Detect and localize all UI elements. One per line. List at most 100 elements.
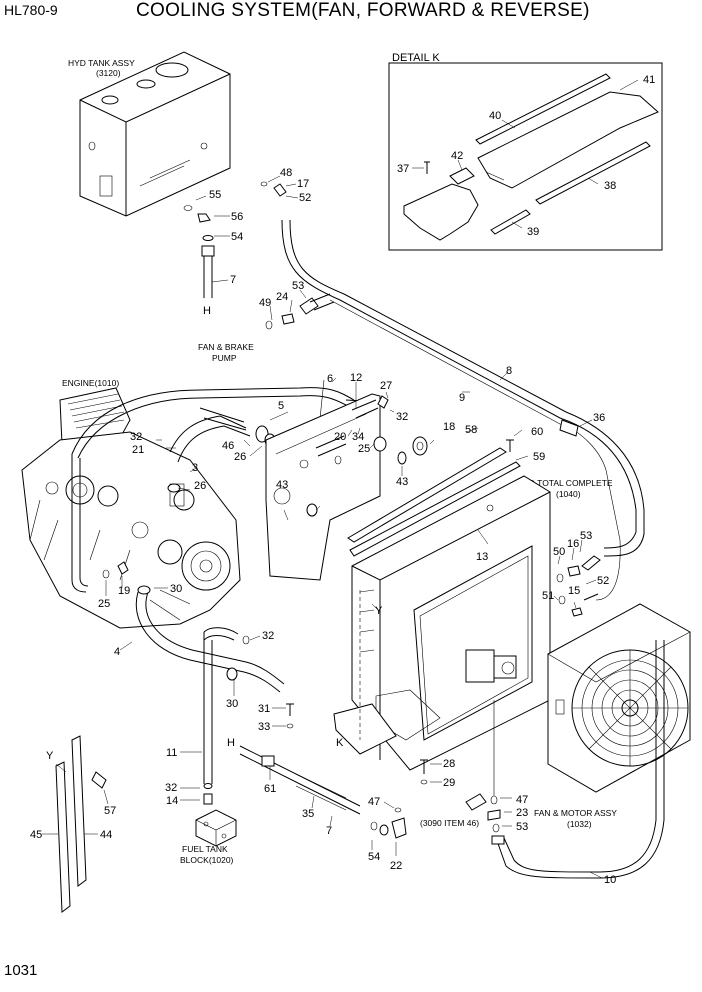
item-46-reference: (3090 ITEM 46)	[420, 818, 479, 828]
fan-motor-label: FAN & MOTOR ASSY	[534, 808, 617, 818]
fan-motor	[465, 649, 495, 683]
mounting-hardware-upper: 12 27 32 20 34 25	[315, 372, 408, 465]
callout-31: 31	[258, 703, 270, 715]
callout-29: 29	[443, 777, 455, 789]
callout-58: 58	[465, 424, 477, 436]
bolt-28-29: 28 29	[420, 758, 455, 789]
hose-7-upper: 55 56 54 7 H 48 17 52	[183, 167, 311, 317]
callout-4: 4	[114, 646, 120, 658]
callout-40: 40	[489, 110, 501, 122]
callout-30: 30	[226, 698, 238, 710]
callout-21: 21	[132, 444, 144, 456]
callout-12: 12	[350, 372, 362, 384]
callout-11: 11	[166, 747, 177, 759]
callout-53: 53	[580, 530, 592, 542]
callout-35: 35	[302, 808, 314, 820]
fuel-block-label: FUEL TANK	[182, 844, 228, 854]
cover-plate-41	[477, 91, 659, 189]
callout-8: 8	[506, 365, 512, 377]
callout-48: 48	[280, 167, 292, 179]
item-46-fittings: 47 23 53 (3090 ITEM 46)	[420, 700, 528, 845]
callout-K: K	[336, 737, 344, 749]
callout-7: 7	[230, 274, 236, 286]
callout-46: 46	[222, 440, 234, 452]
pump-connection: 24 49 53 FAN & BRAKE PUMP	[198, 280, 335, 363]
engine-label: ENGINE(1010)	[62, 378, 119, 388]
radiator-label: RAD TOTAL COMPLETE	[517, 478, 613, 488]
hose-11-fuel-block: 32 11 32 14 FUEL TANK BLOCK(1020)	[165, 627, 274, 865]
pump-label-2: PUMP	[212, 353, 237, 363]
callout-42: 42	[451, 150, 463, 162]
callout-54: 54	[368, 851, 380, 863]
callout-47: 47	[368, 796, 380, 808]
detail-k-frame	[388, 62, 663, 251]
callout-25: 25	[358, 443, 370, 455]
detail-k-panel: DETAIL K 41 40 42 37 38 39	[388, 52, 663, 251]
hose-8-9-36: 8 9 36	[281, 219, 645, 601]
callout-6: 6	[327, 373, 333, 385]
detail-k-label: DETAIL K	[392, 52, 440, 64]
callout-36: 36	[593, 412, 605, 424]
callout-53: 53	[292, 280, 304, 292]
hyd-tank-code: (3120)	[96, 68, 121, 78]
pump-label: FAN & BRAKE	[198, 342, 254, 352]
fuel-block-code: BLOCK(1020)	[180, 855, 234, 865]
hyd-tank-label: HYD TANK ASSY	[68, 58, 135, 68]
callout-16: 16	[567, 538, 579, 550]
tank-filler-cap	[155, 62, 189, 78]
fan-motor-code: (1032)	[567, 819, 592, 829]
callout-50: 50	[553, 546, 565, 558]
callout-5: 5	[278, 400, 284, 412]
side-seal-strips: 45 44 Y 57	[30, 735, 116, 913]
callout-43: 43	[276, 479, 288, 491]
top-seal-group: 18 43 58 60 59	[347, 421, 545, 557]
lower-hose-4: 25 19 30 4 30	[98, 561, 285, 710]
callout-52: 52	[597, 575, 609, 587]
callout-59: 59	[533, 451, 545, 463]
callout-49: 49	[259, 297, 271, 309]
callout-34: 34	[352, 431, 364, 443]
seal-strip-45	[55, 761, 71, 913]
callout-33: 33	[258, 721, 270, 733]
callout-61: 61	[264, 783, 276, 795]
callout-3: 3	[192, 462, 198, 474]
callout-13: 13	[476, 551, 488, 563]
crank-pulley	[181, 541, 231, 591]
callout-41: 41	[643, 74, 655, 86]
callout-39: 39	[527, 226, 539, 238]
callout-H: H	[203, 305, 211, 317]
callout-23: 23	[516, 807, 528, 819]
radiator-assy: RAD TOTAL COMPLETE (1040) 13 K Y	[333, 475, 613, 771]
callout-14: 14	[166, 795, 178, 807]
callout-28: 28	[443, 758, 455, 770]
elbow-fitting-56	[197, 213, 211, 223]
callout-44: 44	[100, 829, 112, 841]
page-number: 1031	[4, 962, 38, 979]
fan-shroud-panel: 43	[265, 393, 381, 581]
radiator-core-13	[413, 545, 533, 741]
callout-37: 37	[397, 163, 409, 175]
callout-45: 45	[30, 829, 42, 841]
seal-strip-58	[347, 447, 507, 543]
callout-32: 32	[262, 630, 274, 642]
callout-7: 7	[326, 825, 332, 837]
callout-32: 32	[396, 411, 408, 423]
callout-18: 18	[443, 421, 455, 433]
callout-27: 27	[380, 380, 392, 392]
callout-56: 56	[231, 211, 243, 223]
radiator-code: (1040)	[556, 489, 581, 499]
seal-strip-59	[349, 461, 521, 557]
fan-motor-assy: FAN & MOTOR ASSY (1032)	[534, 603, 691, 829]
callout-22: 22	[390, 860, 402, 872]
callout-60: 60	[531, 426, 543, 438]
callout-32: 32	[130, 431, 142, 443]
seal-strip-39	[490, 209, 531, 235]
callout-54: 54	[231, 231, 243, 243]
page-title: COOLING SYSTEM(FAN, FORWARD & REVERSE)	[136, 0, 590, 21]
callout-30: 30	[170, 583, 182, 595]
bolt-37	[424, 161, 430, 174]
callout-32: 32	[165, 782, 177, 794]
model-number: HL780-9	[4, 2, 58, 18]
